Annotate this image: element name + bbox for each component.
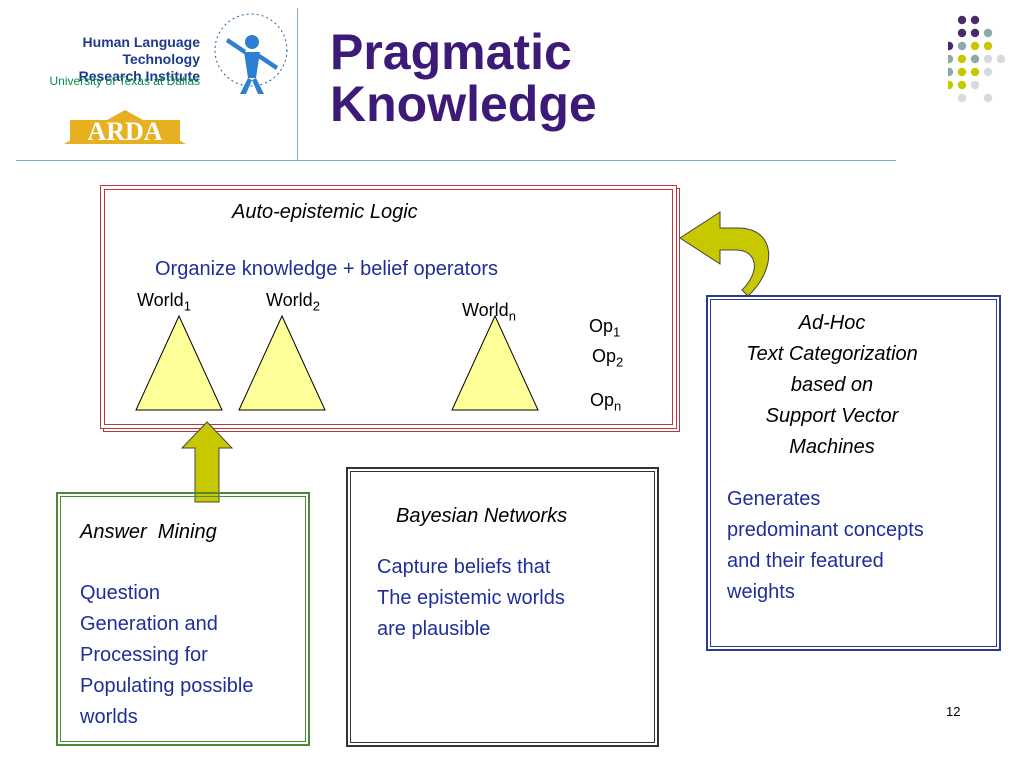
answer-mining-box-inner-border: [60, 496, 306, 742]
ad-hoc-body: Generates predominant concepts and their…: [727, 484, 924, 608]
ad-hoc-box-inner-border: [710, 299, 997, 647]
ad-hoc-body-line: weights: [727, 581, 795, 603]
ad-hoc-heading-line: Support Vector: [765, 405, 899, 427]
bayesian-body-line: are plausible: [377, 618, 491, 640]
op-2-subscript: 2: [616, 354, 624, 370]
ad-hoc-box: [706, 295, 1001, 651]
institute-name-line1: Human Language Technology: [82, 34, 200, 67]
op-1-text: Op: [589, 316, 614, 336]
answer-mining-body-line: Question: [80, 582, 161, 604]
bayesian-body-line: The epistemic worlds: [377, 587, 565, 609]
op-2-text: Op: [592, 346, 617, 366]
answer-mining-body-line: Populating possible: [80, 675, 254, 697]
auto-epistemic-box-inner-border: [104, 189, 673, 425]
slide-title-line1: Pragmatic: [330, 24, 572, 80]
bayesian-body-line: Capture beliefs that: [377, 556, 551, 578]
world-n-triangle: [451, 314, 539, 411]
ad-hoc-heading: Ad-Hoc Text Categorization based on Supp…: [712, 308, 952, 463]
answer-mining-body-line: Processing for: [80, 644, 208, 666]
world-1-triangle: [135, 314, 223, 411]
world-2-text: World: [266, 290, 313, 310]
up-arrow-icon: [180, 421, 234, 503]
bayesian-networks-box: [346, 467, 659, 747]
answer-mining-box: [56, 492, 310, 746]
ad-hoc-body-line: predominant concepts: [727, 519, 924, 541]
world-n-subscript: n: [508, 308, 516, 324]
answer-mining-heading: Answer Mining: [80, 521, 217, 543]
slide-title: Pragmatic Knowledge: [330, 26, 597, 130]
world-1-subscript: 1: [183, 298, 191, 314]
world-2-label: World2: [266, 290, 320, 314]
hlt-logo-icon: [214, 13, 288, 94]
institute-name-line2: Research Institute: [78, 68, 200, 84]
header-divider: [16, 160, 896, 161]
institute-name: Human Language Technology Research Insti…: [18, 34, 200, 85]
ad-hoc-heading-line: Text Categorization: [746, 343, 918, 365]
ad-hoc-heading-line: Ad-Hoc: [798, 312, 866, 334]
ad-hoc-body-line: and their featured: [727, 550, 884, 572]
answer-mining-body-line: Generation and: [80, 613, 218, 635]
world-n-text: World: [462, 300, 509, 320]
page-number: 12: [946, 704, 961, 719]
op-n-text: Op: [590, 390, 615, 410]
answer-mining-body: Question Generation and Processing for P…: [80, 578, 253, 733]
bayesian-networks-heading: Bayesian Networks: [396, 505, 568, 527]
ad-hoc-heading-line: Machines: [789, 436, 875, 458]
world-triangles: [135, 314, 539, 411]
world-1-text: World: [137, 290, 184, 310]
world-n-label: Worldn: [462, 300, 516, 324]
ad-hoc-heading-line: based on: [790, 374, 874, 396]
op-1-label: Op1: [589, 316, 620, 340]
auto-epistemic-box: [100, 185, 677, 429]
arda-logo-text: ARDA: [87, 117, 162, 146]
arda-logo: ARDA: [64, 110, 186, 146]
world-1-label: World1: [137, 290, 191, 314]
auto-epistemic-heading: Auto-epistemic Logic: [232, 201, 418, 223]
world-2-subscript: 2: [312, 298, 320, 314]
curved-arrow-icon: [679, 211, 770, 297]
bayesian-networks-body: Capture beliefs that The epistemic world…: [377, 552, 565, 645]
auto-epistemic-subtitle: Organize knowledge + belief operators: [155, 258, 498, 280]
bayesian-networks-box-inner-border: [350, 471, 655, 743]
header-divider-vertical: [297, 8, 298, 160]
slide-title-line2: Knowledge: [330, 76, 597, 132]
world-2-triangle: [238, 314, 326, 411]
op-1-subscript: 1: [613, 324, 621, 340]
op-n-label: Opn: [590, 390, 621, 414]
op-n-subscript: n: [614, 398, 622, 414]
answer-mining-body-line: worlds: [80, 706, 138, 728]
op-2-label: Op2: [592, 346, 623, 370]
university-name: University of Texas at Dallas: [49, 74, 200, 88]
decorative-dots: [948, 15, 1006, 103]
ad-hoc-body-line: Generates: [727, 488, 821, 510]
